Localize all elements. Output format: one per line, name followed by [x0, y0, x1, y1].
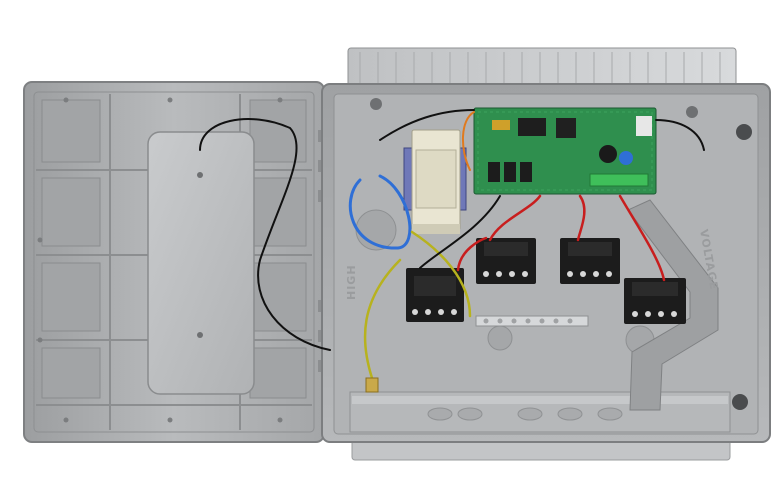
control-board [473, 107, 657, 195]
ground-stud [365, 377, 379, 393]
wire-channel [627, 199, 719, 411]
enclosure-door [23, 81, 325, 443]
ground-bar [475, 315, 589, 327]
high-label: HIGH [345, 264, 358, 300]
door-mounting-plate [147, 131, 255, 395]
relay-1 [406, 268, 464, 322]
wiring [199, 109, 705, 380]
knockout [487, 325, 513, 351]
bottom-rail [349, 391, 731, 433]
relay-4 [624, 278, 686, 324]
relay-3 [560, 238, 620, 284]
relay-2 [476, 238, 536, 284]
transformer [403, 129, 467, 234]
